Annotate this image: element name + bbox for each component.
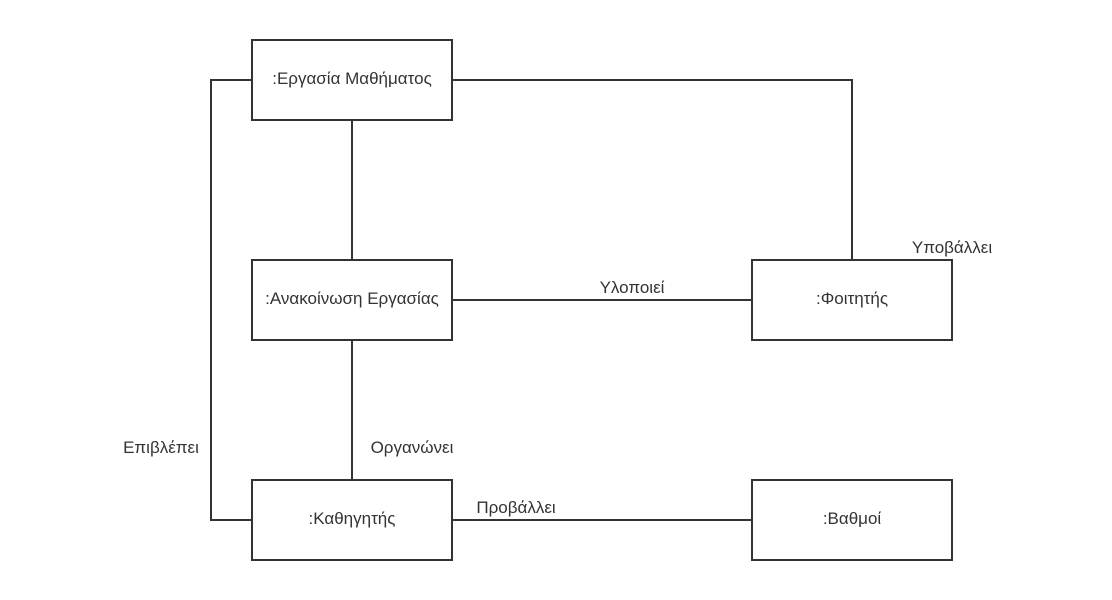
edge-course-assignment-professor [210,79,252,521]
node-student-box [751,259,953,341]
node-professor: :Καθηγητής [251,479,453,561]
edge-label-organizes: Οργανώνει [371,438,454,457]
edge-label-implements: Υλοποιεί [600,278,665,297]
node-assignment-announcement-box [251,259,453,341]
edge-course-assignment-student [452,79,853,260]
node-course-assignment-box [251,39,453,121]
connectors [210,79,853,521]
node-professor-box [251,479,453,561]
node-course-assignment: :Εργασία Μαθήματος [251,39,453,121]
edge-label-supervises: Επιβλέπει [123,438,199,457]
edge-label-submits: Υποβάλλει [912,238,992,257]
node-grades-box [751,479,953,561]
node-assignment-announcement: :Ανακοίνωση Εργασίας [251,259,453,341]
edge-labels: Υλοποιεί Υποβάλλει Οργανώνει Επιβλέπει Π… [123,238,992,517]
node-course-assignment-label: :Εργασία Μαθήματος [272,69,432,88]
node-grades-label: :Βαθμοί [823,509,882,528]
edge-label-displays: Προβάλλει [476,498,556,517]
node-assignment-announcement-label: :Ανακοίνωση Εργασίας [265,289,439,308]
node-professor-label: :Καθηγητής [309,509,396,528]
node-grades: :Βαθμοί [751,479,953,561]
node-student: :Φοιτητής [751,259,953,341]
node-student-label: :Φοιτητής [816,289,888,308]
